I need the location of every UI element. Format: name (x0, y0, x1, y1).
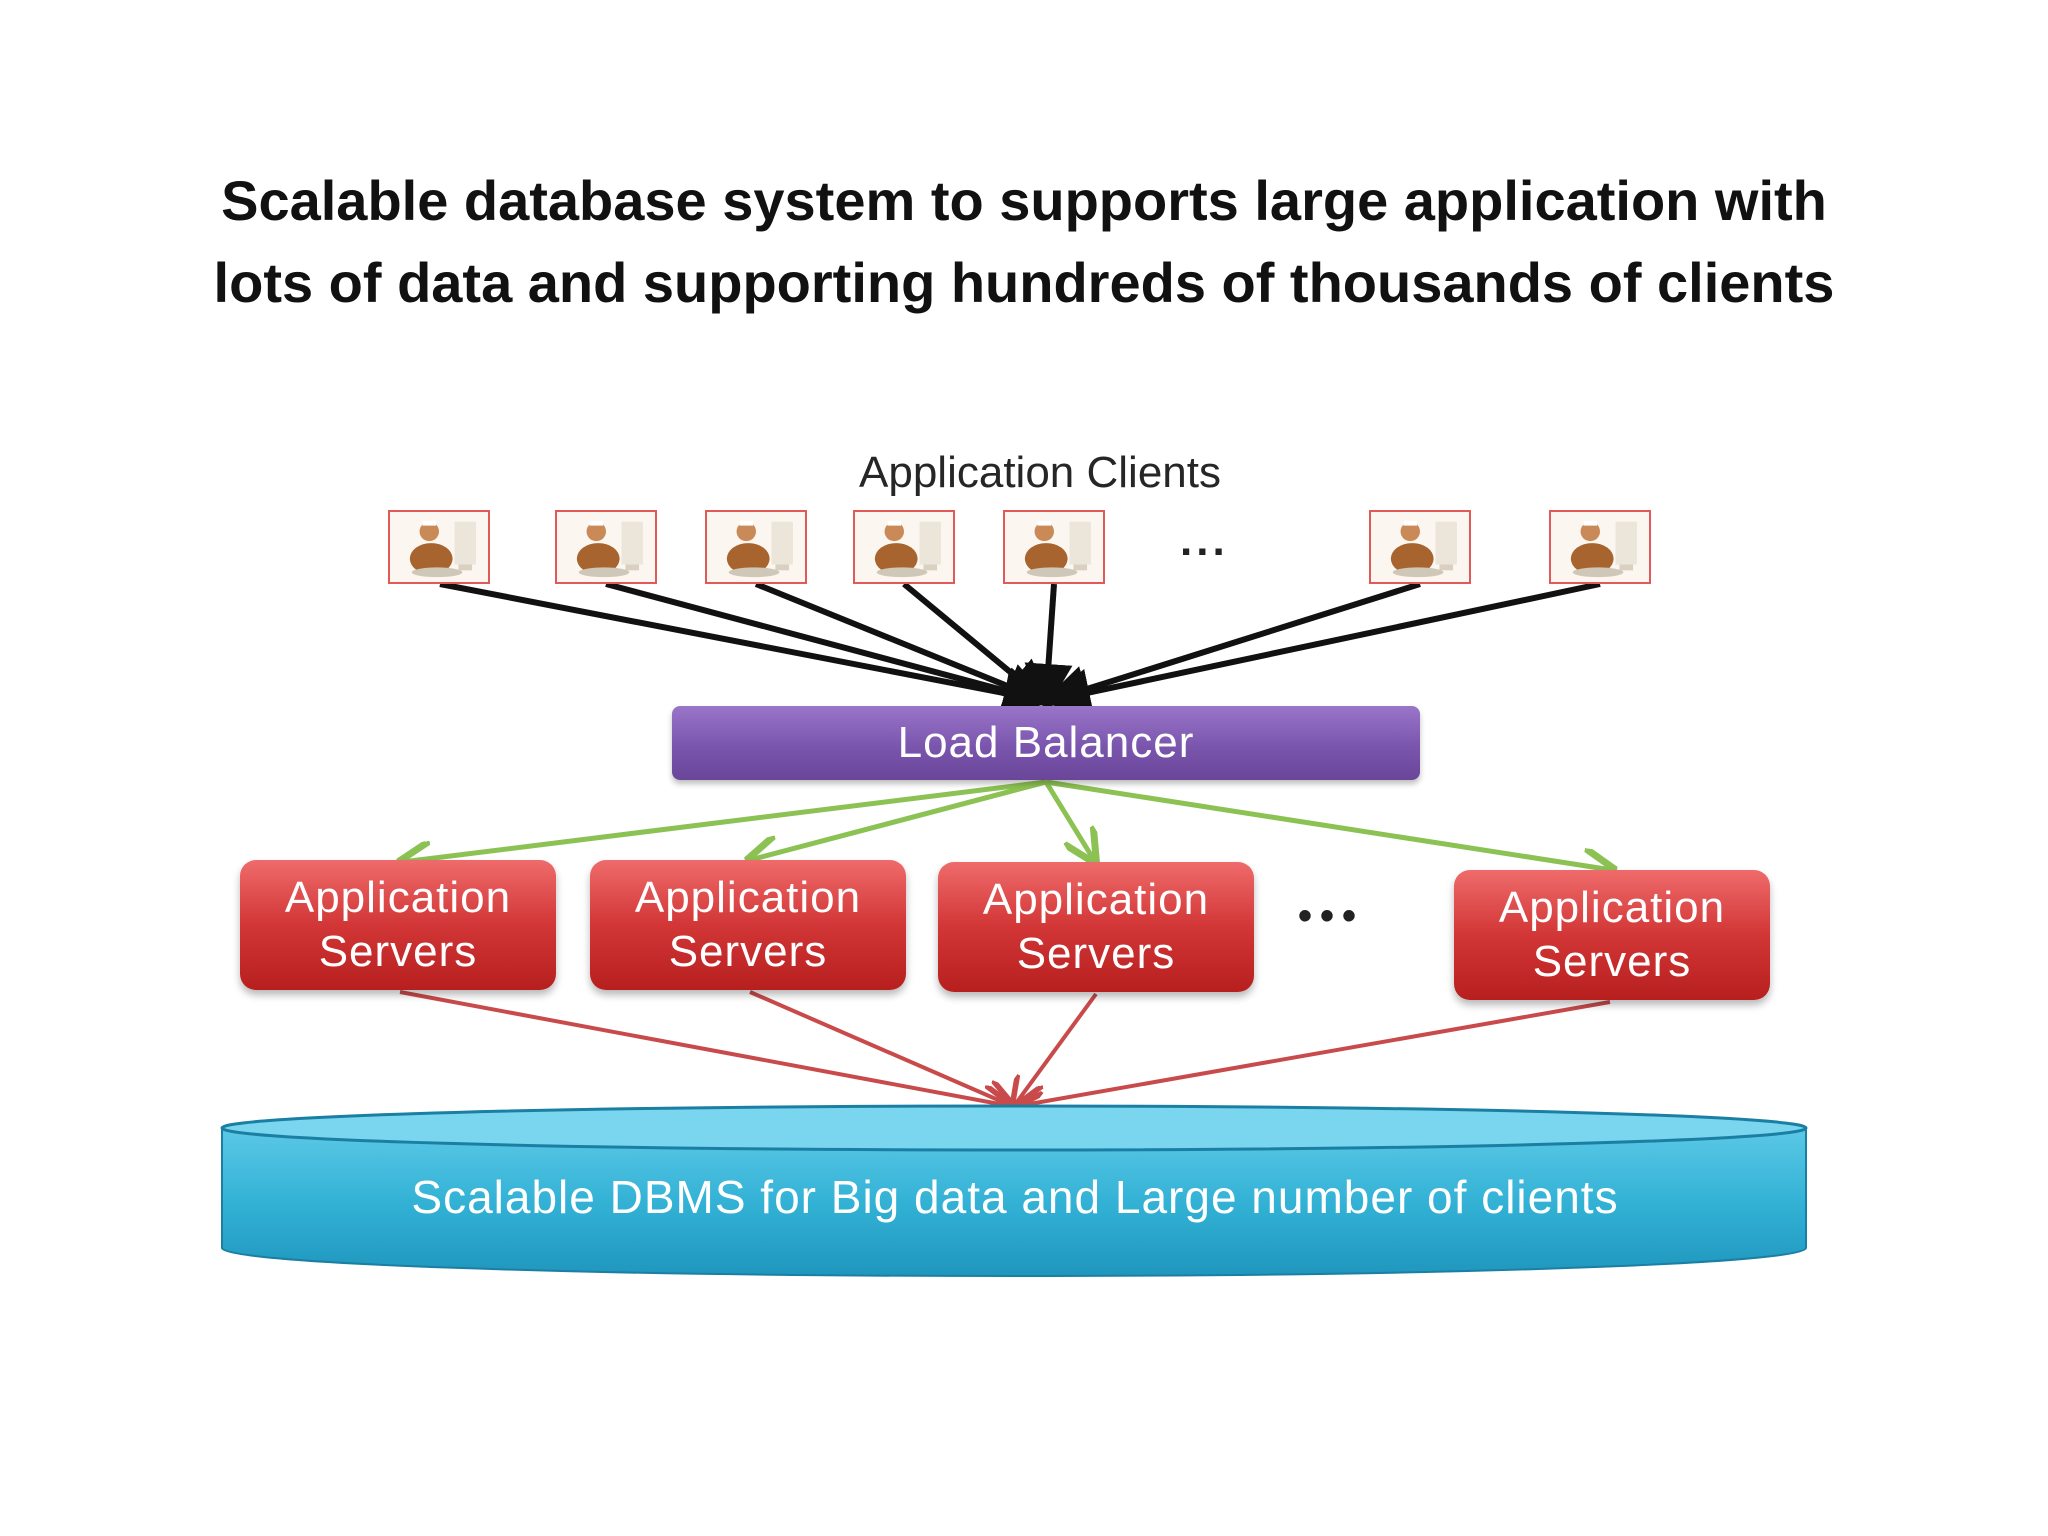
balancer-arrow-3 (1043, 780, 1094, 860)
person-at-computer-icon (726, 520, 793, 578)
person-at-computer-icon (874, 520, 941, 578)
client-arrow-6 (1040, 581, 1421, 713)
load-balancer-box: Load Balancer (672, 706, 1420, 780)
servers-ellipsis: ••• (1298, 894, 1365, 938)
person-at-computer-icon (1570, 520, 1637, 578)
client-arrow-1 (439, 581, 1052, 717)
slide-title-line-1: Scalable database system to supports lar… (221, 169, 1827, 232)
application-server-1-line-2: Servers (318, 927, 478, 976)
client-arrow-7 (1042, 581, 1601, 716)
person-at-computer-icon (1390, 520, 1457, 578)
server-arrow-3 (1014, 992, 1098, 1106)
application-server-1-line-1: Application (284, 873, 512, 922)
balancer-arrow-1 (402, 779, 1047, 862)
application-server-1: Application Servers (240, 860, 556, 990)
server-arrow-1 (399, 990, 1010, 1106)
balancer-arrow-2 (750, 779, 1047, 860)
client-arrows (439, 581, 1601, 717)
application-server-2-line-2: Servers (668, 927, 828, 976)
person-at-computer-icon (409, 520, 476, 578)
application-server-3-line-1: Application (982, 875, 1210, 924)
client-5 (1003, 510, 1105, 584)
client-7 (1549, 510, 1651, 584)
client-arrow-5 (1024, 583, 1073, 712)
balancer-arrows (402, 779, 1612, 870)
client-1 (388, 510, 490, 584)
application-server-4-line-1: Application (1498, 883, 1726, 932)
database-label: Scalable DBMS for Big data and Large num… (411, 1171, 1619, 1223)
application-server-3-line-2: Servers (1016, 929, 1176, 978)
application-server-4-line-2: Servers (1532, 937, 1692, 986)
server-arrow-2 (749, 990, 1012, 1106)
client-3 (705, 510, 807, 584)
client-arrow-2 (605, 581, 1052, 714)
person-at-computer-icon (576, 520, 643, 578)
application-server-2: Application Servers (590, 860, 906, 990)
application-server-2-line-1: Application (634, 873, 862, 922)
application-server-4: Application Servers (1454, 870, 1770, 1000)
application-server-3: Application Servers (938, 862, 1254, 992)
slide-title-line-2: lots of data and supporting hundreds of … (213, 251, 1835, 314)
client-arrow-4 (902, 581, 1054, 708)
server-arrow-4 (1018, 1000, 1611, 1106)
client-4 (853, 510, 955, 584)
client-6 (1369, 510, 1471, 584)
clients-label: Application Clients (859, 448, 1221, 497)
server-arrows (399, 990, 1611, 1106)
person-at-computer-icon (1024, 520, 1091, 578)
balancer-arrow-4 (1045, 779, 1612, 870)
client-2 (555, 510, 657, 584)
slide-title: Scalable database system to supports lar… (0, 160, 2048, 324)
database-cylinder (220, 1104, 1808, 1277)
clients-ellipsis: ... (1180, 516, 1229, 565)
client-arrow-3 (754, 581, 1054, 709)
